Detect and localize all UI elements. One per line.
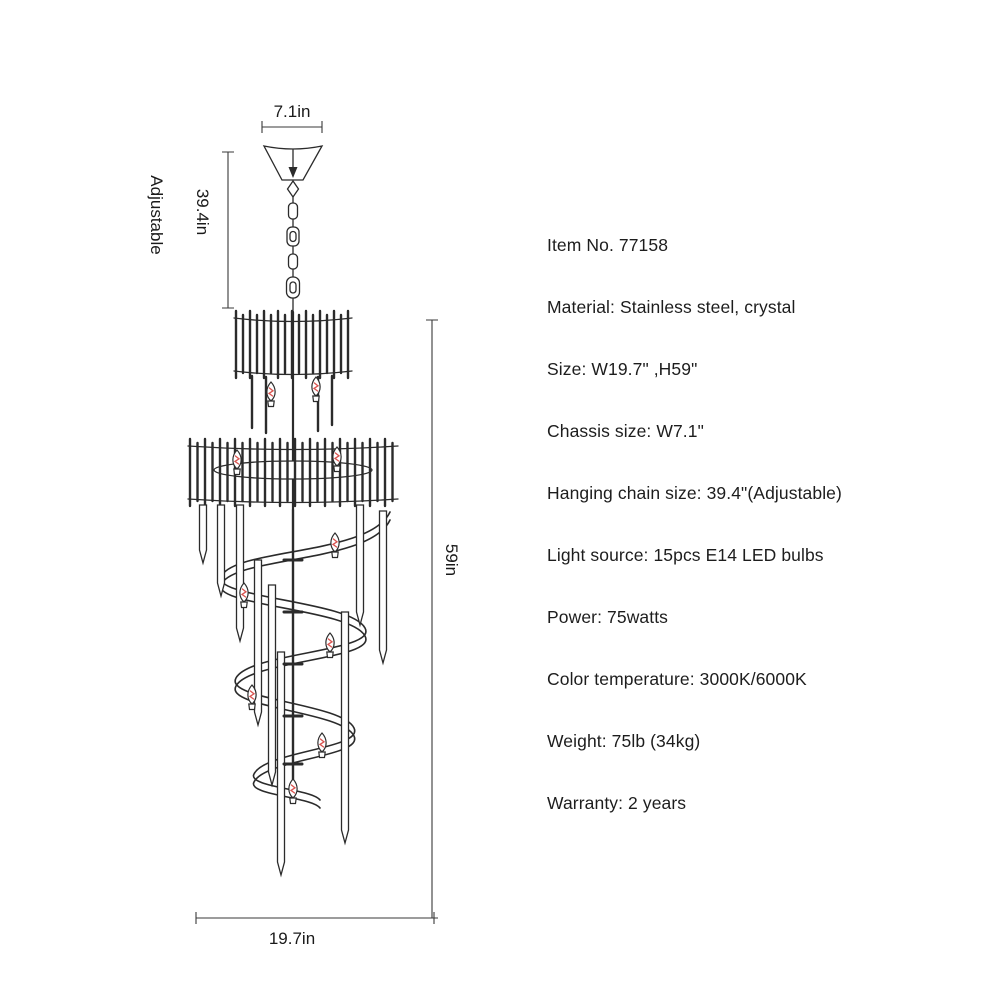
spiral-ribbon	[220, 511, 391, 809]
spec-light-source: Light source: 15pcs E14 LED bulbs	[547, 545, 824, 565]
dim-line-height	[426, 319, 438, 919]
dim-line-chain	[222, 151, 234, 309]
spec-power: Power: 75watts	[547, 607, 669, 627]
spec-warranty: Warranty: 2 years	[547, 793, 687, 813]
spec-material: Material: Stainless steel, crystal	[547, 297, 796, 317]
central-stem-lower	[282, 508, 304, 792]
spec-chain-size: Hanging chain size: 39.4"(Adjustable)	[547, 483, 842, 503]
dim-line-chassis-width	[261, 121, 323, 133]
diagram-panel: 7.1in Adjustable 39.4in 59in 19.7in	[0, 0, 500, 1000]
spec-size: Size: W19.7" ,H59"	[547, 359, 698, 379]
lower-tier	[187, 437, 399, 508]
chandelier-diagram: 7.1in Adjustable 39.4in 59in 19.7in	[147, 102, 461, 948]
spec-item-no: Item No. 77158	[547, 235, 669, 255]
spec-chassis-size: Chassis size: W7.1"	[547, 421, 704, 441]
dim-label-width: 19.7in	[269, 929, 315, 948]
spec-list: Item No. 77158 Material: Stainless steel…	[547, 234, 842, 814]
dim-label-chain-length: 39.4in	[193, 189, 212, 235]
dim-label-chassis-width: 7.1in	[274, 102, 311, 121]
upper-tier	[233, 309, 353, 435]
dim-label-height: 59in	[442, 544, 461, 576]
hanging-chain	[285, 196, 301, 313]
chandelier-drawing	[187, 145, 399, 878]
spec-color-temp: Color temperature: 3000K/6000K	[547, 669, 807, 689]
dimension-lines	[195, 121, 438, 924]
canopy	[262, 145, 324, 199]
spec-weight: Weight: 75lb (34kg)	[547, 731, 701, 751]
dim-label-adjustable: Adjustable	[147, 175, 166, 254]
hanging-crystals	[198, 504, 388, 878]
dim-line-width	[195, 912, 435, 924]
